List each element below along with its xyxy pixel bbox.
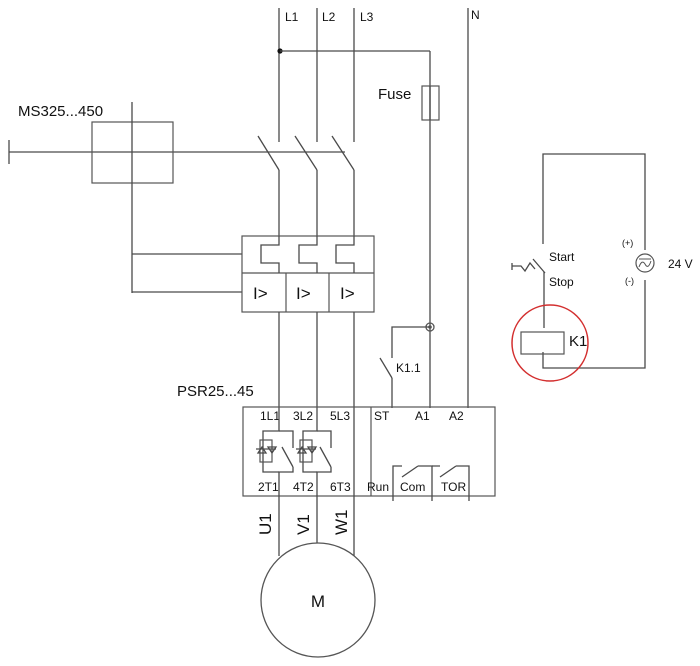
ac-wave-icon bbox=[638, 258, 652, 268]
k1-feed-wire bbox=[391, 326, 430, 358]
trip-symbol-l3: I> bbox=[340, 284, 355, 303]
coil-k1-label: K1 bbox=[569, 333, 587, 350]
bypass-frame-l1 bbox=[262, 408, 280, 473]
motor-starter: MS325...450 I> I> I> bbox=[8, 102, 375, 408]
terminal-a2: A2 bbox=[449, 409, 464, 423]
control-circuit: Start Stop K1 (+) (-) 24 V bbox=[511, 153, 693, 382]
motor-terminal-u1: U1 bbox=[256, 513, 275, 535]
motor-terminal-v1: V1 bbox=[294, 514, 313, 535]
soft-starter-box bbox=[242, 406, 496, 497]
soft-starter-label: PSR25...45 bbox=[177, 383, 254, 400]
thyristor-bypass-l1 bbox=[256, 408, 294, 496]
start-stop-button: Start Stop bbox=[511, 250, 575, 289]
terminal-tor: TOR bbox=[441, 480, 466, 494]
terminal-5l3: 5L3 bbox=[330, 409, 350, 423]
thermal-element-l1 bbox=[260, 236, 280, 273]
thermal-element-l2 bbox=[298, 236, 318, 273]
motor: U1 V1 W1 M bbox=[256, 496, 376, 658]
trip-symbol-l1: I> bbox=[253, 284, 268, 303]
plus-label: (+) bbox=[622, 238, 633, 248]
bypass-contact-l2 bbox=[316, 430, 332, 496]
motor-starter-label: MS325...450 bbox=[18, 103, 103, 120]
control-loop-wire bbox=[542, 153, 646, 369]
coil-k1-symbol bbox=[520, 331, 565, 355]
label-neutral: N bbox=[471, 8, 480, 22]
thyristor-bypass-l2 bbox=[296, 408, 332, 496]
contact-l1 bbox=[257, 135, 280, 171]
thyristor-icon-l1 bbox=[256, 445, 278, 455]
ac-source-icon bbox=[635, 253, 655, 273]
pushbutton-actuator-icon bbox=[511, 261, 536, 273]
supply-lines: L1 L2 L3 N bbox=[278, 8, 480, 408]
label-l1: L1 bbox=[285, 10, 299, 24]
terminal-a1: A1 bbox=[415, 409, 430, 423]
motor-label: M bbox=[311, 592, 325, 611]
terminal-run: Run bbox=[367, 480, 389, 494]
terminal-3l2: 3L2 bbox=[293, 409, 313, 423]
k1-contact-label: K1.1 bbox=[396, 361, 421, 375]
bypass-contact-l1 bbox=[278, 430, 294, 496]
protection-block bbox=[241, 235, 375, 313]
terminal-com: Com bbox=[400, 480, 425, 494]
label-l3: L3 bbox=[360, 10, 374, 24]
bypass-frame-l2 bbox=[302, 408, 318, 473]
highlight-circle bbox=[511, 304, 589, 382]
terminal-6t3: 6T3 bbox=[330, 480, 351, 494]
stop-label: Stop bbox=[549, 275, 574, 289]
control-tap: Fuse bbox=[277, 48, 440, 408]
pushbutton-contact bbox=[532, 258, 546, 274]
k1-contact-branch: K1.1 bbox=[379, 322, 435, 408]
tor-contact bbox=[432, 465, 470, 501]
label-l2: L2 bbox=[322, 10, 336, 24]
thyristor-icon-l2 bbox=[296, 445, 318, 455]
motor-symbol bbox=[260, 542, 376, 658]
soft-starter: PSR25...45 1L1 3L2 5L3 ST A1 A2 2T1 4T2 … bbox=[177, 383, 496, 501]
terminal-4t2: 4T2 bbox=[293, 480, 314, 494]
k1-contact-symbol bbox=[379, 357, 393, 379]
terminal-st: ST bbox=[374, 409, 390, 423]
contact-l3 bbox=[331, 135, 355, 171]
terminal-2t1: 2T1 bbox=[258, 480, 279, 494]
thermal-element-l3 bbox=[335, 236, 355, 273]
motor-terminal-w1: W1 bbox=[332, 510, 351, 536]
start-label: Start bbox=[549, 250, 575, 264]
terminal-1l1: 1L1 bbox=[260, 409, 280, 423]
voltage-label: 24 V bbox=[668, 257, 693, 271]
minus-label: (-) bbox=[625, 276, 634, 286]
trip-symbol-l2: I> bbox=[296, 284, 311, 303]
contact-l2 bbox=[294, 135, 318, 171]
fuse-label: Fuse bbox=[378, 86, 411, 103]
